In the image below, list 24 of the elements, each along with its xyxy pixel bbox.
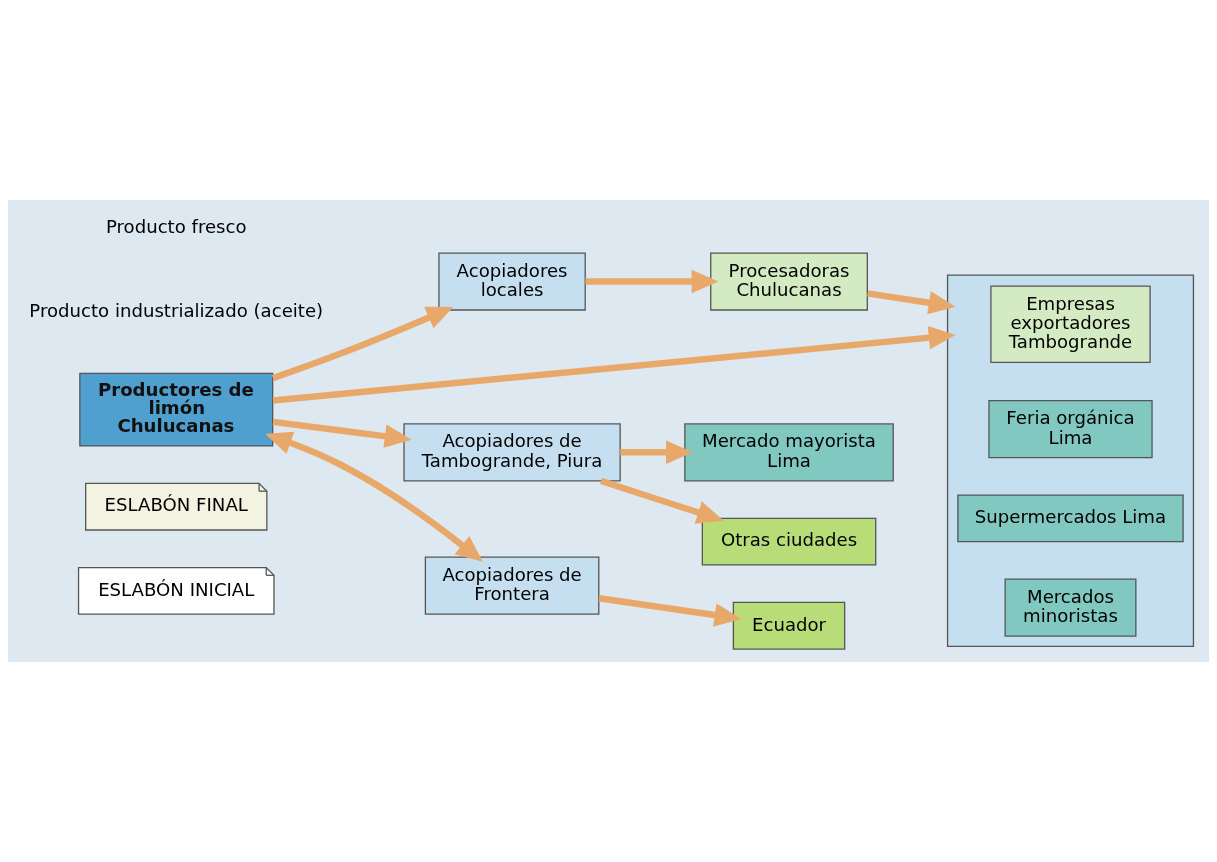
node-box: Empresas exportadores Tambogrande [990, 285, 1151, 364]
arrow [272, 418, 412, 448]
node-box: Otras ciudades [701, 517, 877, 566]
arrow [272, 326, 956, 404]
arrow [585, 269, 719, 294]
node-box: Productores de limón Chulucanas [79, 372, 274, 447]
label: Producto fresco [105, 216, 247, 238]
node-box: Supermercados Lima [957, 494, 1184, 543]
node-box: Feria orgánica Lima [988, 399, 1153, 459]
arrow [598, 594, 742, 627]
node-box: Acopiadores de Tambogrande, Piura [403, 423, 621, 482]
cluster [946, 274, 1195, 648]
node-box: Procesadoras Chulucanas [710, 252, 868, 311]
arrow [867, 290, 956, 315]
arrow [599, 477, 724, 524]
node-box: Acopiadores locales [438, 252, 586, 311]
label: Producto industrializado (aceite) [29, 300, 324, 322]
arrow [271, 306, 454, 382]
arrow [265, 431, 483, 562]
node-box: Mercados minoristas [1004, 578, 1137, 637]
arrow [620, 440, 693, 465]
node-box: Mercado mayorista Lima [684, 423, 894, 482]
node-box: Acopiadores de Frontera [424, 556, 600, 615]
node-box: Ecuador [732, 601, 846, 650]
